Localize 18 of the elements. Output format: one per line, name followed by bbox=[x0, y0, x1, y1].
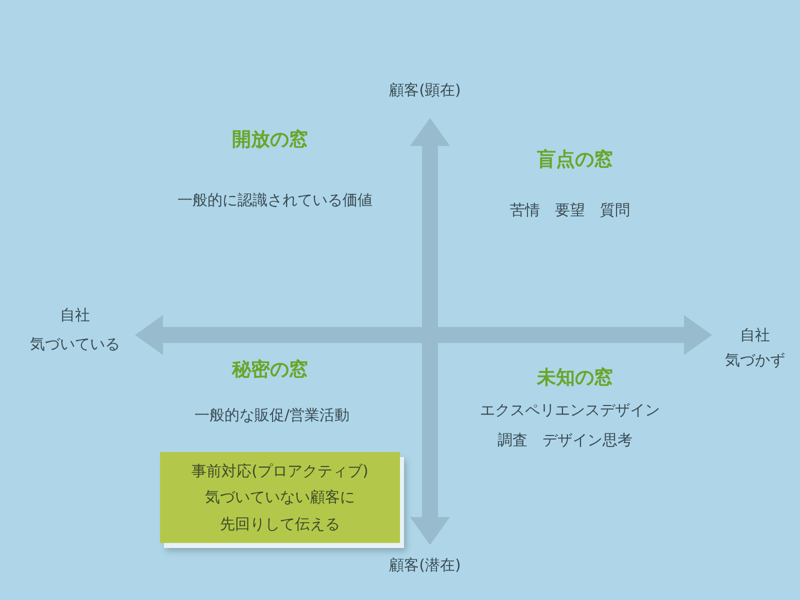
note-box bbox=[160, 452, 400, 543]
quadrant-title: 開放の窓 bbox=[232, 128, 308, 152]
quadrant-text: 苦情 要望 質問 bbox=[510, 201, 630, 219]
axis-label: 自社 bbox=[740, 326, 770, 344]
axis-label: 気づいている bbox=[30, 335, 120, 353]
quadrant-text: エクスペリエンスデザイン bbox=[480, 401, 660, 419]
quadrant-title: 盲点の窓 bbox=[537, 148, 613, 172]
quadrant-title: 秘密の窓 bbox=[232, 358, 308, 382]
note-heading: 事前対応(プロアクティブ) bbox=[192, 461, 368, 482]
axis-label: 自社 bbox=[60, 306, 90, 324]
quadrant-title: 未知の窓 bbox=[537, 366, 613, 390]
note-text: 気づいていない顧客に先回りして伝える bbox=[204, 487, 356, 534]
axis-label: 顧客(潜在) bbox=[389, 556, 461, 574]
quadrant-text: 調査 デザイン思考 bbox=[498, 431, 632, 449]
axis-label: 顧客(顕在) bbox=[389, 81, 461, 99]
quadrant-text: 一般的な販促/営業活動 bbox=[194, 406, 350, 424]
quadrant-text: 一般的に認識されている価値 bbox=[178, 191, 372, 209]
axis-label: 気づかず bbox=[725, 351, 785, 369]
